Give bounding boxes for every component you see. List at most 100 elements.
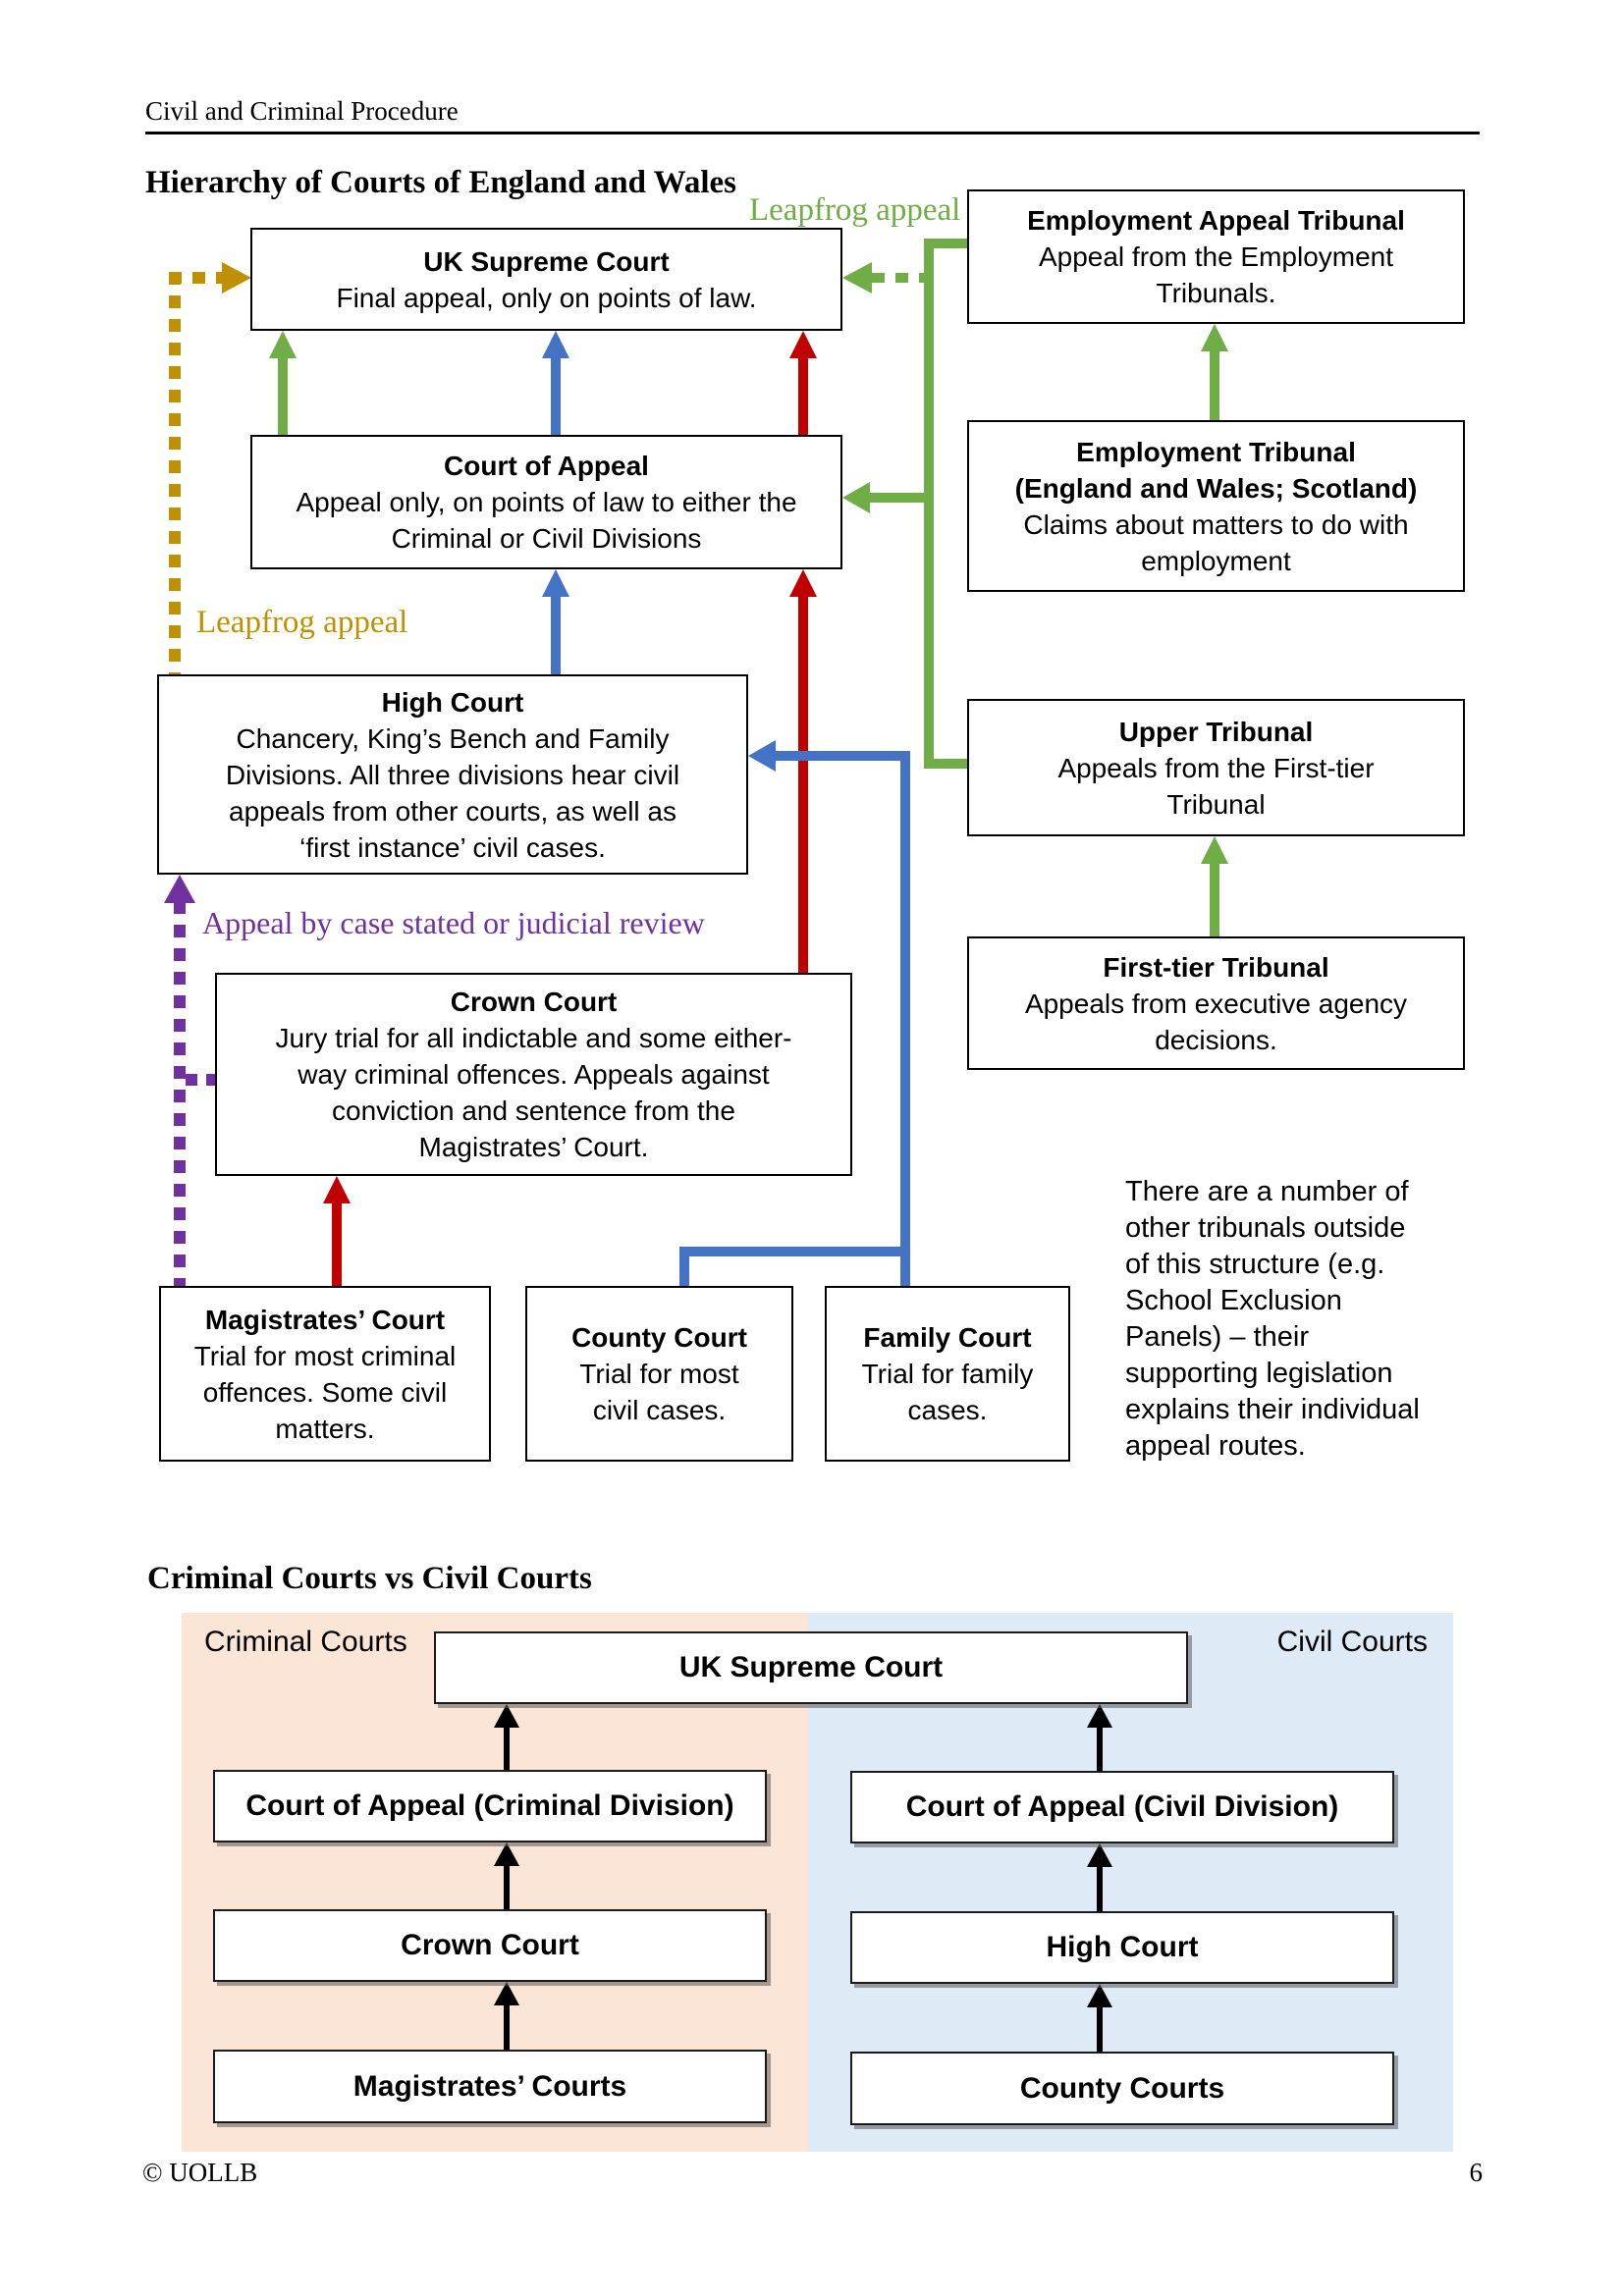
footer-copyright: © UOLLB: [142, 2158, 258, 2187]
green-arrowhead-into-coa: [842, 482, 870, 513]
black-shaft-county-to-hc: [1097, 2005, 1103, 2052]
box-county-court-body: Trial for most civil cases.: [579, 1359, 739, 1425]
civil-courts-label: Civil Courts: [1276, 1626, 1428, 1658]
box2-high-court: High Court: [850, 1911, 1394, 1984]
box-high-court: High Court Chancery, King’s Bench and Fa…: [157, 674, 748, 875]
box-employment-tribunal: Employment Tribunal (England and Wales; …: [967, 420, 1465, 592]
box-employment-tribunal-title: Employment Tribunal (England and Wales; …: [1014, 436, 1418, 504]
purple-dashed-stub-to-crown: [186, 1074, 215, 1086]
green-trunk-vertical-line: [924, 239, 934, 769]
box-magistrates-court-body: Trial for most criminal offences. Some c…: [193, 1340, 457, 1444]
box-court-of-appeal: Court of Appeal Appeal only, on points o…: [250, 435, 842, 569]
box-employment-appeal-tribunal-title: Employment Appeal Tribunal: [1027, 205, 1405, 236]
blue-shaft-coa-to-uksc: [551, 356, 561, 435]
gold-arrowhead-into-uksc: [222, 262, 251, 294]
purple-arrowhead-into-high-court: [164, 875, 195, 903]
box2-crown-court: Crown Court: [213, 1909, 767, 1982]
box-family-court-body: Trial for family cases.: [861, 1359, 1034, 1425]
black-shaft-mag-to-crown: [504, 2003, 510, 2050]
box-crown-court: Crown Court Jury trial for all indictabl…: [215, 973, 852, 1176]
green-line-to-eat: [924, 239, 969, 248]
box2-court-of-appeal-civil-label: Court of Appeal (Civil Division): [905, 1790, 1339, 1823]
red-arrowhead-crown-to-coa: [789, 569, 817, 597]
box-family-court-title: Family Court: [863, 1322, 1032, 1353]
box-first-tier-tribunal: First-tier Tribunal Appeals from executi…: [967, 936, 1465, 1070]
gold-dashed-vertical-line: [169, 272, 181, 676]
red-arrowhead-mag-to-crown: [323, 1176, 351, 1203]
green-arrowhead-coa-to-uksc: [269, 331, 297, 358]
green-line-to-upper-tribunal: [924, 759, 969, 769]
black-arrowhead-county-to-hc: [1087, 1984, 1112, 2007]
box2-court-of-appeal-criminal-label: Court of Appeal (Criminal Division): [245, 1789, 734, 1822]
green-shaft-et-to-eat: [1210, 349, 1219, 420]
black-shaft-hc-to-coaciv: [1097, 1865, 1103, 1911]
green-shaft-coa-to-uksc: [278, 356, 288, 435]
green-dashed-line-to-uksc: [872, 273, 924, 283]
box-magistrates-court-title: Magistrates’ Court: [204, 1304, 446, 1335]
black-arrowhead-crown-to-coacrim: [494, 1842, 519, 1866]
black-arrowhead-coaciv-to-uksc: [1087, 1704, 1112, 1728]
black-shaft-coacrim-to-uksc: [504, 1726, 510, 1770]
black-arrowhead-coacrim-to-uksc: [494, 1704, 519, 1728]
blue-county-riser-line: [679, 1247, 689, 1286]
box2-county-courts-label: County Courts: [1019, 2071, 1225, 2105]
black-arrowhead-mag-to-crown: [494, 1982, 519, 2005]
box2-crown-court-label: Crown Court: [401, 1929, 579, 1961]
blue-shaft-hc-to-coa: [551, 595, 561, 674]
green-arrowhead-et-to-eat: [1201, 324, 1228, 351]
blue-arrowhead-hc-to-coa: [542, 569, 569, 597]
box2-uk-supreme-court-label: UK Supreme Court: [678, 1651, 944, 1683]
page-header: Civil and Criminal Procedure: [145, 96, 459, 126]
box-magistrates-court: Magistrates’ Court Trial for most crimin…: [159, 1286, 491, 1462]
hierarchy-title: Hierarchy of Courts of England and Wales: [145, 165, 737, 200]
blue-arrowhead-coa-to-uksc: [542, 331, 569, 358]
criminal-courts-label: Criminal Courts: [204, 1626, 407, 1658]
green-arrowhead-ftt-to-ut: [1201, 836, 1228, 864]
header-rule: [145, 132, 1480, 134]
black-shaft-crown-to-coacrim: [504, 1864, 510, 1909]
black-shaft-coaciv-to-uksc: [1097, 1726, 1103, 1771]
box-county-court: County Court Trial for most civil cases.: [525, 1286, 793, 1462]
red-arrowhead-coa-to-uksc: [789, 331, 817, 358]
box-employment-tribunal-body: Claims about matters to do with employme…: [1023, 508, 1409, 576]
blue-trunk-vertical-line: [900, 751, 910, 1286]
blue-connector-horizontal-line: [679, 1247, 910, 1256]
box-high-court-title: High Court: [381, 686, 524, 718]
box-employment-appeal-tribunal: Employment Appeal Tribunal Appeal from t…: [967, 189, 1465, 324]
box-first-tier-tribunal-body: Appeals from executive agency decisions.: [1024, 988, 1408, 1055]
box-first-tier-tribunal-title: First-tier Tribunal: [1103, 951, 1329, 983]
red-shaft-coa-to-uksc: [798, 356, 808, 435]
box2-county-courts: County Courts: [850, 2052, 1394, 2125]
box-family-court: Family Court Trial for family cases.: [825, 1286, 1070, 1462]
box-court-of-appeal-title: Court of Appeal: [444, 451, 649, 481]
box-upper-tribunal-title: Upper Tribunal: [1118, 716, 1314, 747]
red-shaft-crown-to-coa: [798, 595, 808, 973]
red-shaft-mag-to-crown: [332, 1201, 342, 1286]
blue-arrowhead-into-high-court: [748, 740, 776, 772]
comparison-title: Criminal Courts vs Civil Courts: [147, 1561, 592, 1596]
footer-page-number: 6: [1469, 2158, 1484, 2187]
box-crown-court-body: Jury trial for all indictable and some e…: [275, 1023, 792, 1162]
blue-line-to-high-court: [776, 751, 910, 761]
green-shaft-ftt-to-ut: [1210, 862, 1219, 936]
box-uk-supreme-court-title: UK Supreme Court: [423, 245, 670, 277]
tribunals-side-note: There are a number of other tribunals ou…: [1125, 1176, 1420, 1462]
box2-court-of-appeal-civil: Court of Appeal (Civil Division): [850, 1771, 1394, 1843]
gold-dashed-horizontal-line: [169, 272, 222, 284]
black-arrowhead-hc-to-coaciv: [1087, 1843, 1112, 1867]
leapfrog-appeal-gold-label: Leapfrog appeal: [196, 605, 408, 640]
green-line-to-coa: [870, 493, 934, 503]
box-upper-tribunal: Upper Tribunal Appeals from the First-ti…: [967, 699, 1465, 836]
purple-dashed-vertical-line: [174, 901, 186, 1286]
box-county-court-title: County Court: [571, 1322, 747, 1353]
box-employment-appeal-tribunal-body: Appeal from the Employment Tribunals.: [1038, 241, 1394, 308]
box-uk-supreme-court: UK Supreme Court Final appeal, only on p…: [250, 228, 842, 331]
box2-high-court-label: High Court: [1046, 1931, 1199, 1963]
case-stated-label: Appeal by case stated or judicial review: [202, 905, 705, 940]
box-upper-tribunal-body: Appeals from the First-tier Tribunal: [1057, 752, 1375, 820]
green-arrowhead-into-uksc: [842, 262, 872, 294]
box2-uk-supreme-court: UK Supreme Court: [434, 1631, 1188, 1704]
box2-magistrates-courts: Magistrates’ Courts: [213, 2050, 767, 2123]
box-crown-court-title: Crown Court: [450, 987, 618, 1017]
